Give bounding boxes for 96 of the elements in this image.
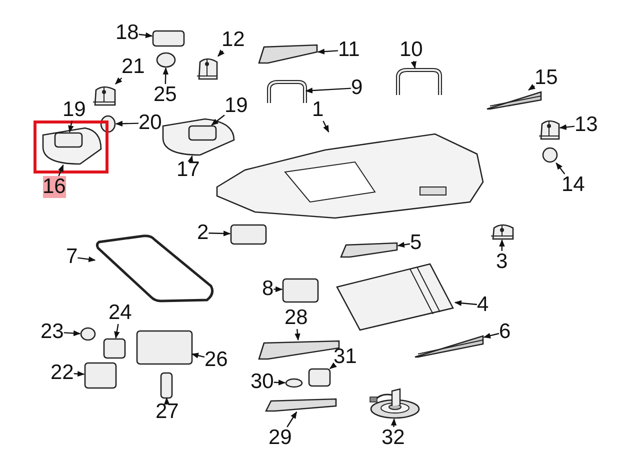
sunshade-panel-drawing — [335, 262, 455, 332]
callout-number: 8 — [262, 278, 274, 300]
callout-number: 30 — [250, 371, 274, 393]
leader-line — [317, 48, 338, 54]
clip-drawing — [100, 115, 116, 133]
roof-liner-drawing — [215, 132, 485, 220]
leader-line — [58, 164, 64, 176]
bulb-drawing — [80, 327, 96, 341]
callout-number: 6 — [499, 321, 511, 343]
leader-line — [68, 120, 74, 133]
leader-line — [286, 411, 298, 428]
trim-strip-drawing — [414, 334, 484, 358]
light-strip-drawing — [265, 398, 337, 412]
leader-line — [528, 84, 536, 90]
leader-line — [274, 286, 283, 292]
leader-line — [390, 418, 397, 428]
leader-line — [191, 352, 205, 358]
callout-number: 19 — [62, 99, 86, 121]
leader-line — [499, 239, 505, 251]
callout-number: 23 — [40, 321, 64, 343]
clip-drawing — [490, 222, 514, 240]
callout-number: 16 — [42, 176, 66, 198]
callout-number: 15 — [534, 67, 558, 89]
leader-line — [559, 124, 575, 130]
leader-line — [556, 162, 566, 174]
leader-line — [114, 77, 122, 84]
callout-number: 5 — [410, 232, 422, 254]
callout-number: 28 — [284, 307, 308, 329]
leader-line — [322, 120, 330, 133]
callout-number: 25 — [154, 84, 177, 106]
trim-strip-drawing — [486, 90, 542, 110]
callout-number: 12 — [222, 29, 245, 51]
leader-line — [208, 230, 231, 236]
rail-drawing — [340, 242, 398, 258]
callout-number: 27 — [156, 401, 179, 423]
callout-number: 14 — [562, 174, 585, 196]
callout-number: 24 — [108, 302, 132, 324]
mirror-drawing — [188, 125, 216, 140]
lamp-unit-drawing — [136, 330, 192, 364]
callout-number: 2 — [197, 222, 209, 244]
leader-line — [305, 88, 352, 94]
callout-number: 21 — [122, 56, 145, 78]
lens-drawing — [308, 368, 330, 386]
bulb-drawing — [285, 378, 303, 388]
cap-drawing — [156, 52, 176, 68]
leader-line — [188, 155, 194, 163]
callout-number: 13 — [574, 114, 598, 136]
callout-number: 11 — [338, 39, 360, 61]
lamp-housing-drawing — [84, 362, 116, 388]
mirror-drawing — [54, 132, 82, 147]
leader-line — [138, 32, 153, 38]
callout-number: 7 — [66, 246, 78, 268]
leader-line — [329, 362, 337, 370]
cap-drawing — [542, 147, 558, 163]
callout-number: 29 — [268, 427, 292, 449]
leader-line — [115, 120, 139, 127]
callout-number: 18 — [116, 22, 139, 44]
holder-drawing — [196, 56, 218, 80]
callout-number: 26 — [204, 349, 228, 371]
leader-line — [164, 397, 170, 405]
callout-number: 3 — [496, 251, 508, 273]
holder-drawing — [538, 118, 560, 140]
callout-number: 1 — [312, 99, 324, 121]
callout-number: 17 — [176, 159, 200, 181]
leader-line — [211, 114, 225, 126]
leader-line — [454, 300, 478, 306]
leader-line — [74, 370, 85, 377]
bulb-drawing — [160, 372, 172, 398]
callout-number: 32 — [382, 427, 405, 449]
leader-line — [294, 328, 300, 341]
sun-visor-drawing — [160, 118, 235, 156]
callout-number: 31 — [334, 346, 357, 368]
grab-handle-drawing — [395, 68, 441, 96]
bracket-drawing — [258, 44, 318, 64]
cover-drawing — [282, 278, 318, 302]
leader-line — [114, 324, 120, 339]
leader-line — [410, 60, 416, 69]
lamp-cover-drawing — [230, 224, 266, 244]
callout-number: 9 — [351, 77, 363, 99]
callout-number: 10 — [400, 39, 423, 61]
leader-line — [274, 380, 286, 386]
callout-number: 22 — [50, 362, 74, 384]
leader-line — [483, 332, 500, 338]
leader-line — [397, 242, 410, 248]
callout-number: 20 — [138, 112, 162, 134]
callout-number: 19 — [224, 95, 248, 117]
leader-line — [78, 256, 96, 262]
leader-line — [162, 67, 169, 84]
socket-drawing — [103, 338, 125, 358]
callout-number: 4 — [477, 294, 489, 316]
leader-line — [64, 330, 81, 336]
sun-visor-drawing — [40, 127, 102, 165]
grab-handle-drawing — [266, 80, 306, 104]
leader-line — [218, 50, 225, 57]
holder-drawing — [92, 84, 116, 106]
switch-drawing — [152, 30, 184, 46]
